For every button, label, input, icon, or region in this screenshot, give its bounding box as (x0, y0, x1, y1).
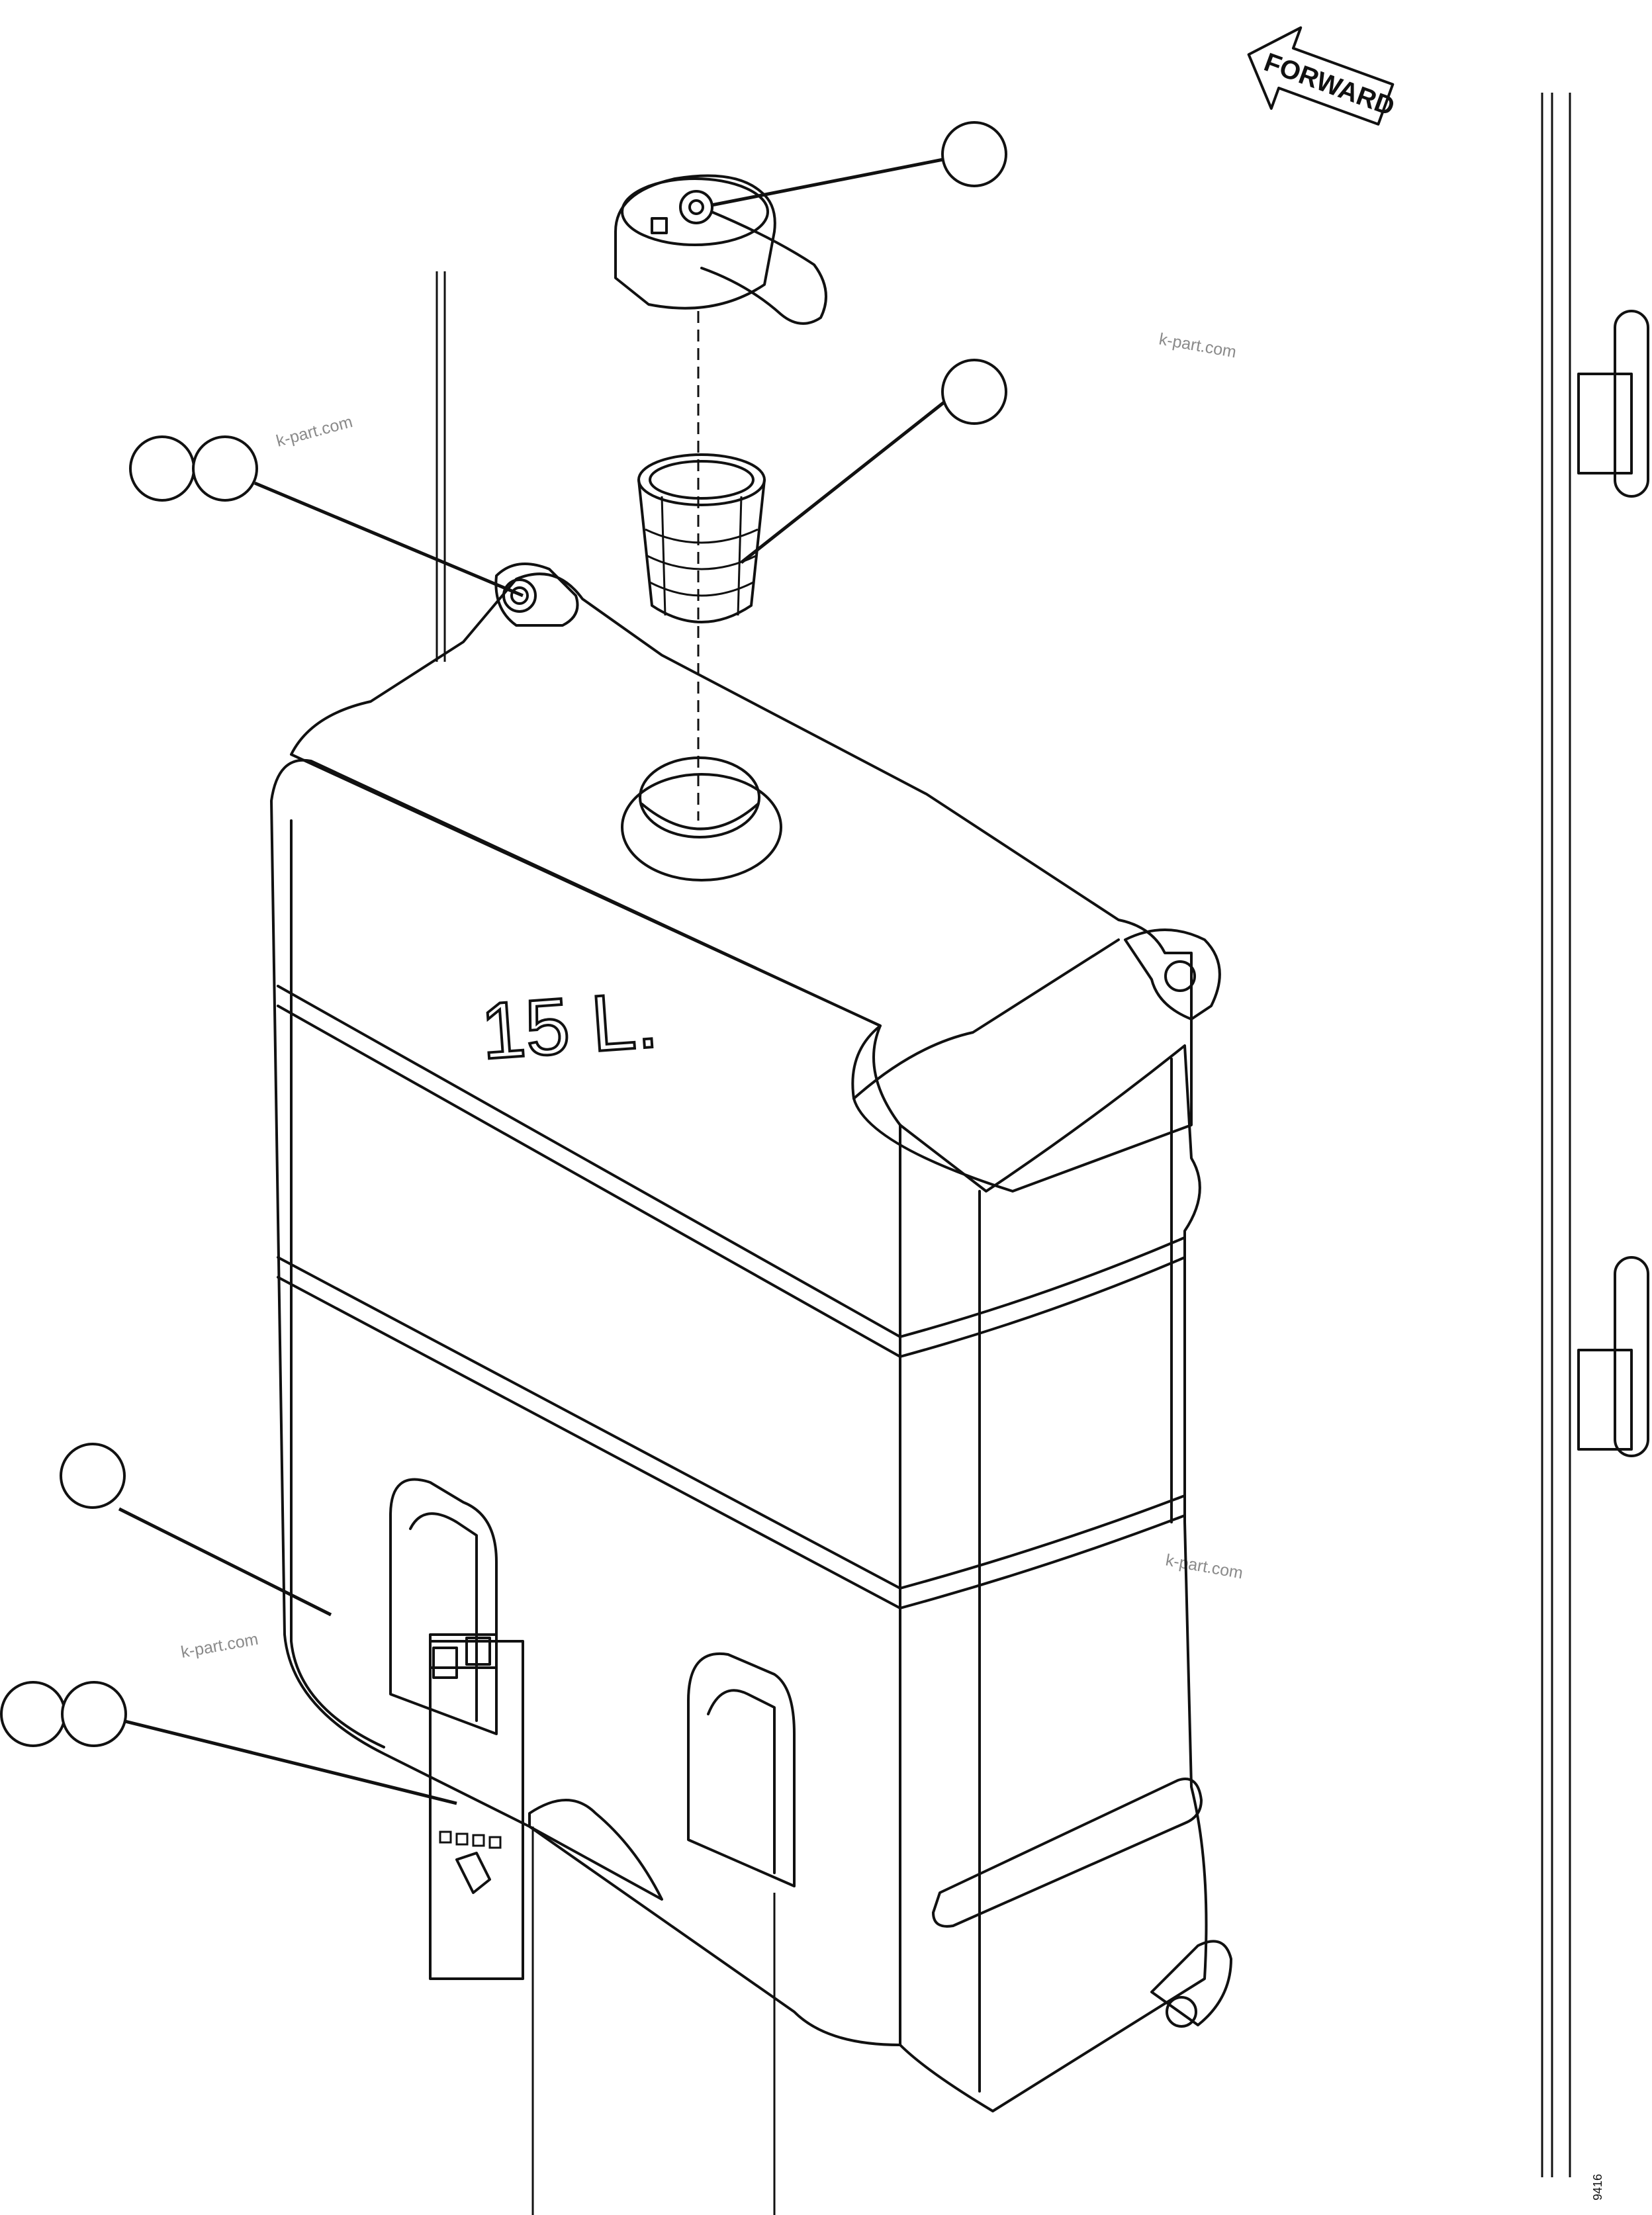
watermark-4: k-part.com (179, 1630, 259, 1662)
filler-strainer (637, 453, 766, 623)
callout-cap (941, 121, 1007, 187)
top-bolt-icon (502, 578, 537, 613)
filler-cap (614, 174, 827, 325)
washer-pump (429, 1633, 524, 1980)
callout-filter (941, 359, 1007, 425)
callout-mount-bolt-b (192, 435, 258, 502)
leader-lines (118, 157, 948, 1805)
forward-arrow: FORWARD (1247, 26, 1399, 126)
filler-neck (621, 773, 782, 881)
forward-label: FORWARD (1260, 48, 1399, 122)
washer-tank: 15 L. (270, 563, 1232, 2112)
capacity-marking: 15 L. (478, 975, 661, 1076)
callout-mount-bolt-a (129, 435, 195, 502)
upper-hinge (1577, 310, 1649, 498)
bottom-bolt-icon (1166, 1996, 1197, 2028)
watermark-3: k-part.com (1164, 1551, 1244, 1582)
callout-pump-b (61, 1681, 127, 1747)
drawing-code: 9416 (1591, 2174, 1604, 2200)
lower-hinge (1577, 1256, 1649, 1457)
pump-outlet-icon (455, 1852, 491, 1894)
callout-pump-a (0, 1681, 66, 1747)
right-bolt-icon (1164, 960, 1196, 992)
watermark-1: k-part.com (274, 412, 354, 451)
watermark-2: k-part.com (1158, 330, 1238, 361)
callout-tank (60, 1443, 126, 1509)
frame-lines (436, 93, 1571, 2215)
